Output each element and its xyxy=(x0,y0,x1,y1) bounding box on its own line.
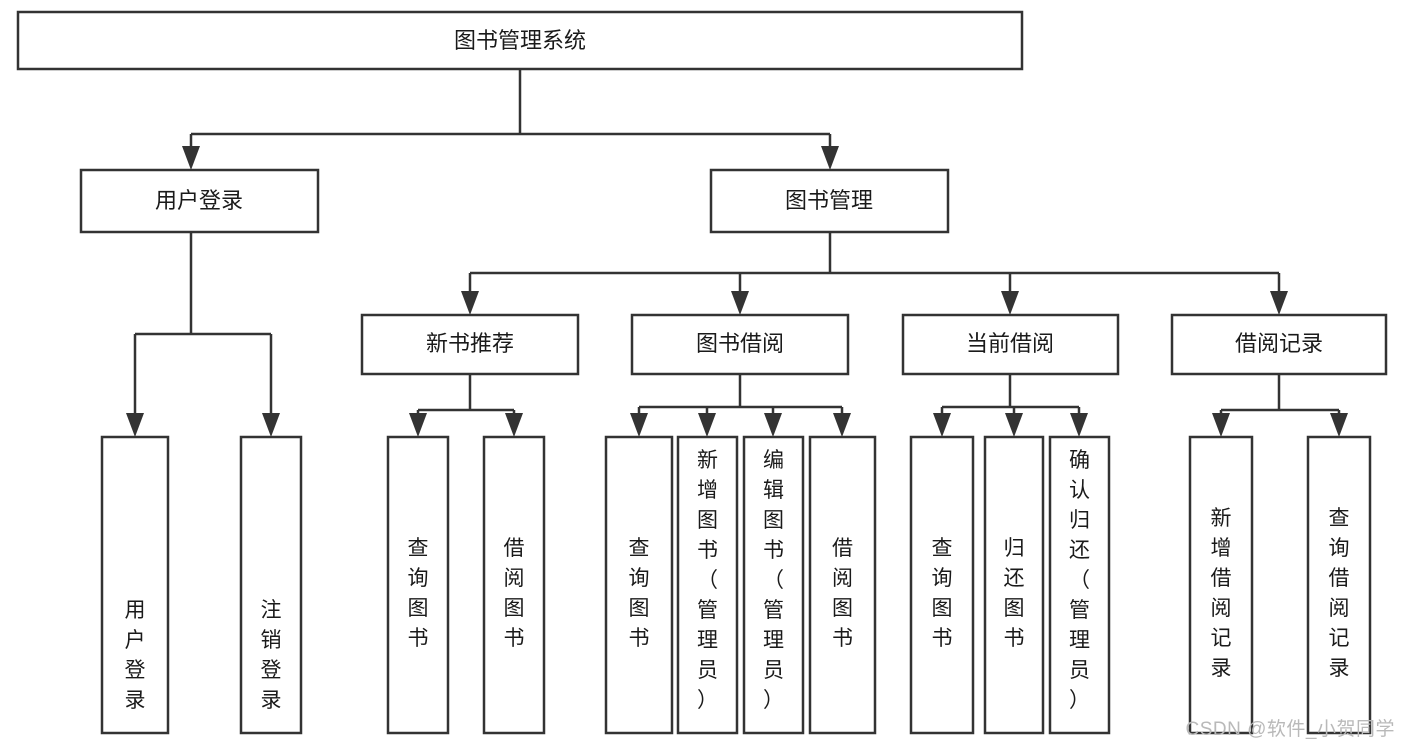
node-leaf-user-login[interactable]: 用户登录 xyxy=(100,435,170,735)
connector-group-user-login xyxy=(126,232,280,437)
arrowhead-borrow-record xyxy=(1270,291,1288,315)
node-leaf-add-book[interactable]: 新增图书（管理员） xyxy=(676,435,739,735)
node-root-box[interactable] xyxy=(16,10,1024,71)
node-leaf-query-book-2-label: 查询图书 xyxy=(629,537,650,650)
arrowhead-leaf-borrow-book-2 xyxy=(833,413,851,437)
node-leaf-add-record[interactable]: 新增借阅记录 xyxy=(1188,435,1254,735)
node-leaf-query-book-1-label: 查询图书 xyxy=(408,537,429,650)
node-leaf-borrow-book-1-label: 借阅图书 xyxy=(504,537,525,650)
node-new-book-recommend[interactable]: 新书推荐 xyxy=(360,313,580,376)
node-leaf-borrow-book-1-box[interactable] xyxy=(482,435,546,735)
arrowhead-leaf-add-record xyxy=(1212,413,1230,437)
node-leaf-query-book-2-box[interactable] xyxy=(604,435,674,735)
node-leaf-add-record-label: 新增借阅记录 xyxy=(1211,507,1232,680)
node-leaf-query-book-3[interactable]: 查询图书 xyxy=(909,435,975,735)
node-leaf-borrow-book-1[interactable]: 借阅图书 xyxy=(482,435,546,735)
node-leaf-borrow-book-2-box[interactable] xyxy=(808,435,877,735)
node-current-borrow-box[interactable] xyxy=(901,313,1120,376)
connector-group-new-book-recommend xyxy=(409,374,523,437)
node-leaf-borrow-book-2-label: 借阅图书 xyxy=(832,537,853,650)
arrowhead-current-borrow xyxy=(1001,291,1019,315)
connector-group-borrow-record xyxy=(1212,374,1348,437)
leaf-node-layer: 用户登录 注销登录 查询图书 借阅图书 查询图书 新增图书（管理员） 编辑图书（管理员） 借阅… xyxy=(100,435,1372,735)
node-leaf-query-record-box[interactable] xyxy=(1306,435,1372,735)
arrowhead-leaf-confirm-return xyxy=(1070,413,1088,437)
arrowhead-leaf-query-book-1 xyxy=(409,413,427,437)
node-book-borrow[interactable]: 图书借阅 xyxy=(630,313,850,376)
node-leaf-query-book-3-label: 查询图书 xyxy=(932,537,953,650)
node-leaf-add-book-label: 新增图书（管理员） xyxy=(697,449,718,712)
connector-group-book-borrow xyxy=(630,374,851,437)
arrowhead-leaf-query-book-2 xyxy=(630,413,648,437)
node-leaf-edit-book-box[interactable] xyxy=(742,435,805,735)
csdn-watermark: CSDN @软件_小贺同学 xyxy=(1185,719,1395,740)
node-leaf-logout-box[interactable] xyxy=(239,435,303,735)
node-book-manage-label: 图书管理 xyxy=(785,188,873,213)
node-root[interactable]: 图书管理系统 xyxy=(16,10,1024,71)
node-new-book-recommend-box[interactable] xyxy=(360,313,580,376)
node-leaf-confirm-return[interactable]: 确认归还（管理员） xyxy=(1048,435,1111,735)
arrowhead-leaf-borrow-book-1 xyxy=(505,413,523,437)
node-leaf-query-record-label: 查询借阅记录 xyxy=(1329,507,1350,680)
arrowhead-leaf-query-record xyxy=(1330,413,1348,437)
node-book-manage[interactable]: 图书管理 xyxy=(709,168,950,234)
arrowhead-leaf-logout xyxy=(262,413,280,437)
node-leaf-query-book-2[interactable]: 查询图书 xyxy=(604,435,674,735)
connector-group-current-borrow xyxy=(933,374,1088,437)
node-user-login-label: 用户登录 xyxy=(155,188,243,213)
node-leaf-query-book-1[interactable]: 查询图书 xyxy=(386,435,450,735)
node-user-login-box[interactable] xyxy=(79,168,320,234)
node-leaf-return-book-label: 归还图书 xyxy=(1004,537,1025,650)
connector-group-root xyxy=(182,69,839,170)
node-leaf-logout-label: 注销登录 xyxy=(261,599,282,712)
node-leaf-logout[interactable]: 注销登录 xyxy=(239,435,303,735)
node-leaf-return-book-box[interactable] xyxy=(983,435,1045,735)
node-leaf-add-record-box[interactable] xyxy=(1188,435,1254,735)
arrowhead-leaf-user-login xyxy=(126,413,144,437)
node-leaf-confirm-return-label: 确认归还（管理员） xyxy=(1069,449,1090,712)
arrowhead-book-manage xyxy=(821,146,839,170)
node-book-borrow-label: 图书借阅 xyxy=(696,331,784,356)
node-user-login[interactable]: 用户登录 xyxy=(79,168,320,234)
node-leaf-add-book-box[interactable] xyxy=(676,435,739,735)
node-book-borrow-box[interactable] xyxy=(630,313,850,376)
arrowhead-user-login xyxy=(182,146,200,170)
node-book-manage-box[interactable] xyxy=(709,168,950,234)
node-leaf-edit-book[interactable]: 编辑图书（管理员） xyxy=(742,435,805,735)
node-leaf-query-record[interactable]: 查询借阅记录 xyxy=(1306,435,1372,735)
node-borrow-record-box[interactable] xyxy=(1170,313,1388,376)
arrowhead-leaf-edit-book xyxy=(764,413,782,437)
node-leaf-user-login-box[interactable] xyxy=(100,435,170,735)
node-root-label: 图书管理系统 xyxy=(454,28,586,53)
arrowhead-leaf-add-book xyxy=(698,413,716,437)
node-leaf-confirm-return-box[interactable] xyxy=(1048,435,1111,735)
arrowhead-leaf-query-book-3 xyxy=(933,413,951,437)
node-borrow-record-label: 借阅记录 xyxy=(1235,331,1323,356)
node-leaf-return-book[interactable]: 归还图书 xyxy=(983,435,1045,735)
node-current-borrow-label: 当前借阅 xyxy=(966,331,1054,356)
node-leaf-query-book-1-box[interactable] xyxy=(386,435,450,735)
arrowhead-leaf-return-book xyxy=(1005,413,1023,437)
node-leaf-user-login-label: 用户登录 xyxy=(125,599,146,712)
node-current-borrow[interactable]: 当前借阅 xyxy=(901,313,1120,376)
connector-group-book-manage xyxy=(461,232,1288,315)
node-borrow-record[interactable]: 借阅记录 xyxy=(1170,313,1388,376)
arrowhead-new-book-recommend xyxy=(461,291,479,315)
node-leaf-edit-book-label: 编辑图书（管理员） xyxy=(763,449,784,712)
node-leaf-borrow-book-2[interactable]: 借阅图书 xyxy=(808,435,877,735)
node-leaf-query-book-3-box[interactable] xyxy=(909,435,975,735)
node-new-book-recommend-label: 新书推荐 xyxy=(426,331,514,356)
arrowhead-book-borrow xyxy=(731,291,749,315)
